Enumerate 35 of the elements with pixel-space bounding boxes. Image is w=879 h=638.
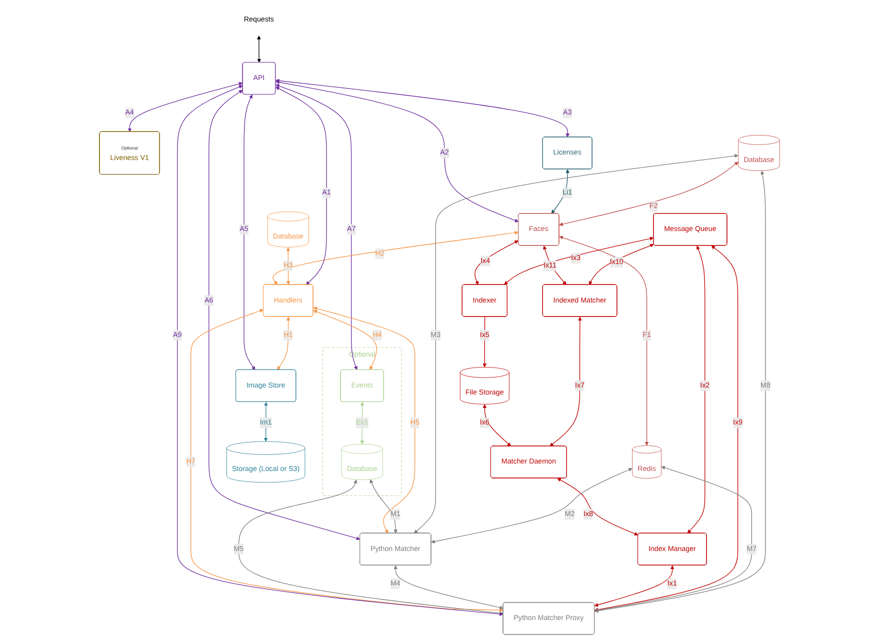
arrow (313, 306, 416, 534)
arrow (594, 170, 766, 613)
arrow (370, 479, 398, 534)
arrow (276, 80, 519, 222)
arrow (431, 468, 632, 544)
arrow (256, 36, 262, 63)
arrow (482, 316, 487, 368)
arrow (276, 84, 358, 370)
arrow (208, 90, 360, 540)
arrow (594, 466, 752, 612)
arrow (543, 246, 566, 285)
arrow (190, 309, 504, 612)
arrow (414, 154, 738, 534)
arrow (238, 480, 504, 616)
arrow (276, 78, 570, 138)
arrow (277, 316, 290, 370)
arrow (557, 478, 638, 536)
arrow (687, 246, 706, 534)
arrow (594, 565, 674, 607)
arrow (559, 236, 649, 446)
arrow (551, 169, 570, 214)
arrow (394, 565, 504, 610)
arrow (588, 244, 654, 285)
arrow (244, 94, 256, 370)
arrow (360, 402, 364, 444)
arrow (550, 316, 582, 446)
arrow (594, 246, 738, 612)
arrow (177, 85, 504, 616)
arrow (482, 404, 512, 446)
arrow (559, 162, 738, 226)
arrow (474, 240, 518, 285)
arrow (128, 82, 243, 132)
arrow (313, 310, 377, 370)
arrow (264, 402, 268, 442)
arrow (504, 236, 654, 285)
